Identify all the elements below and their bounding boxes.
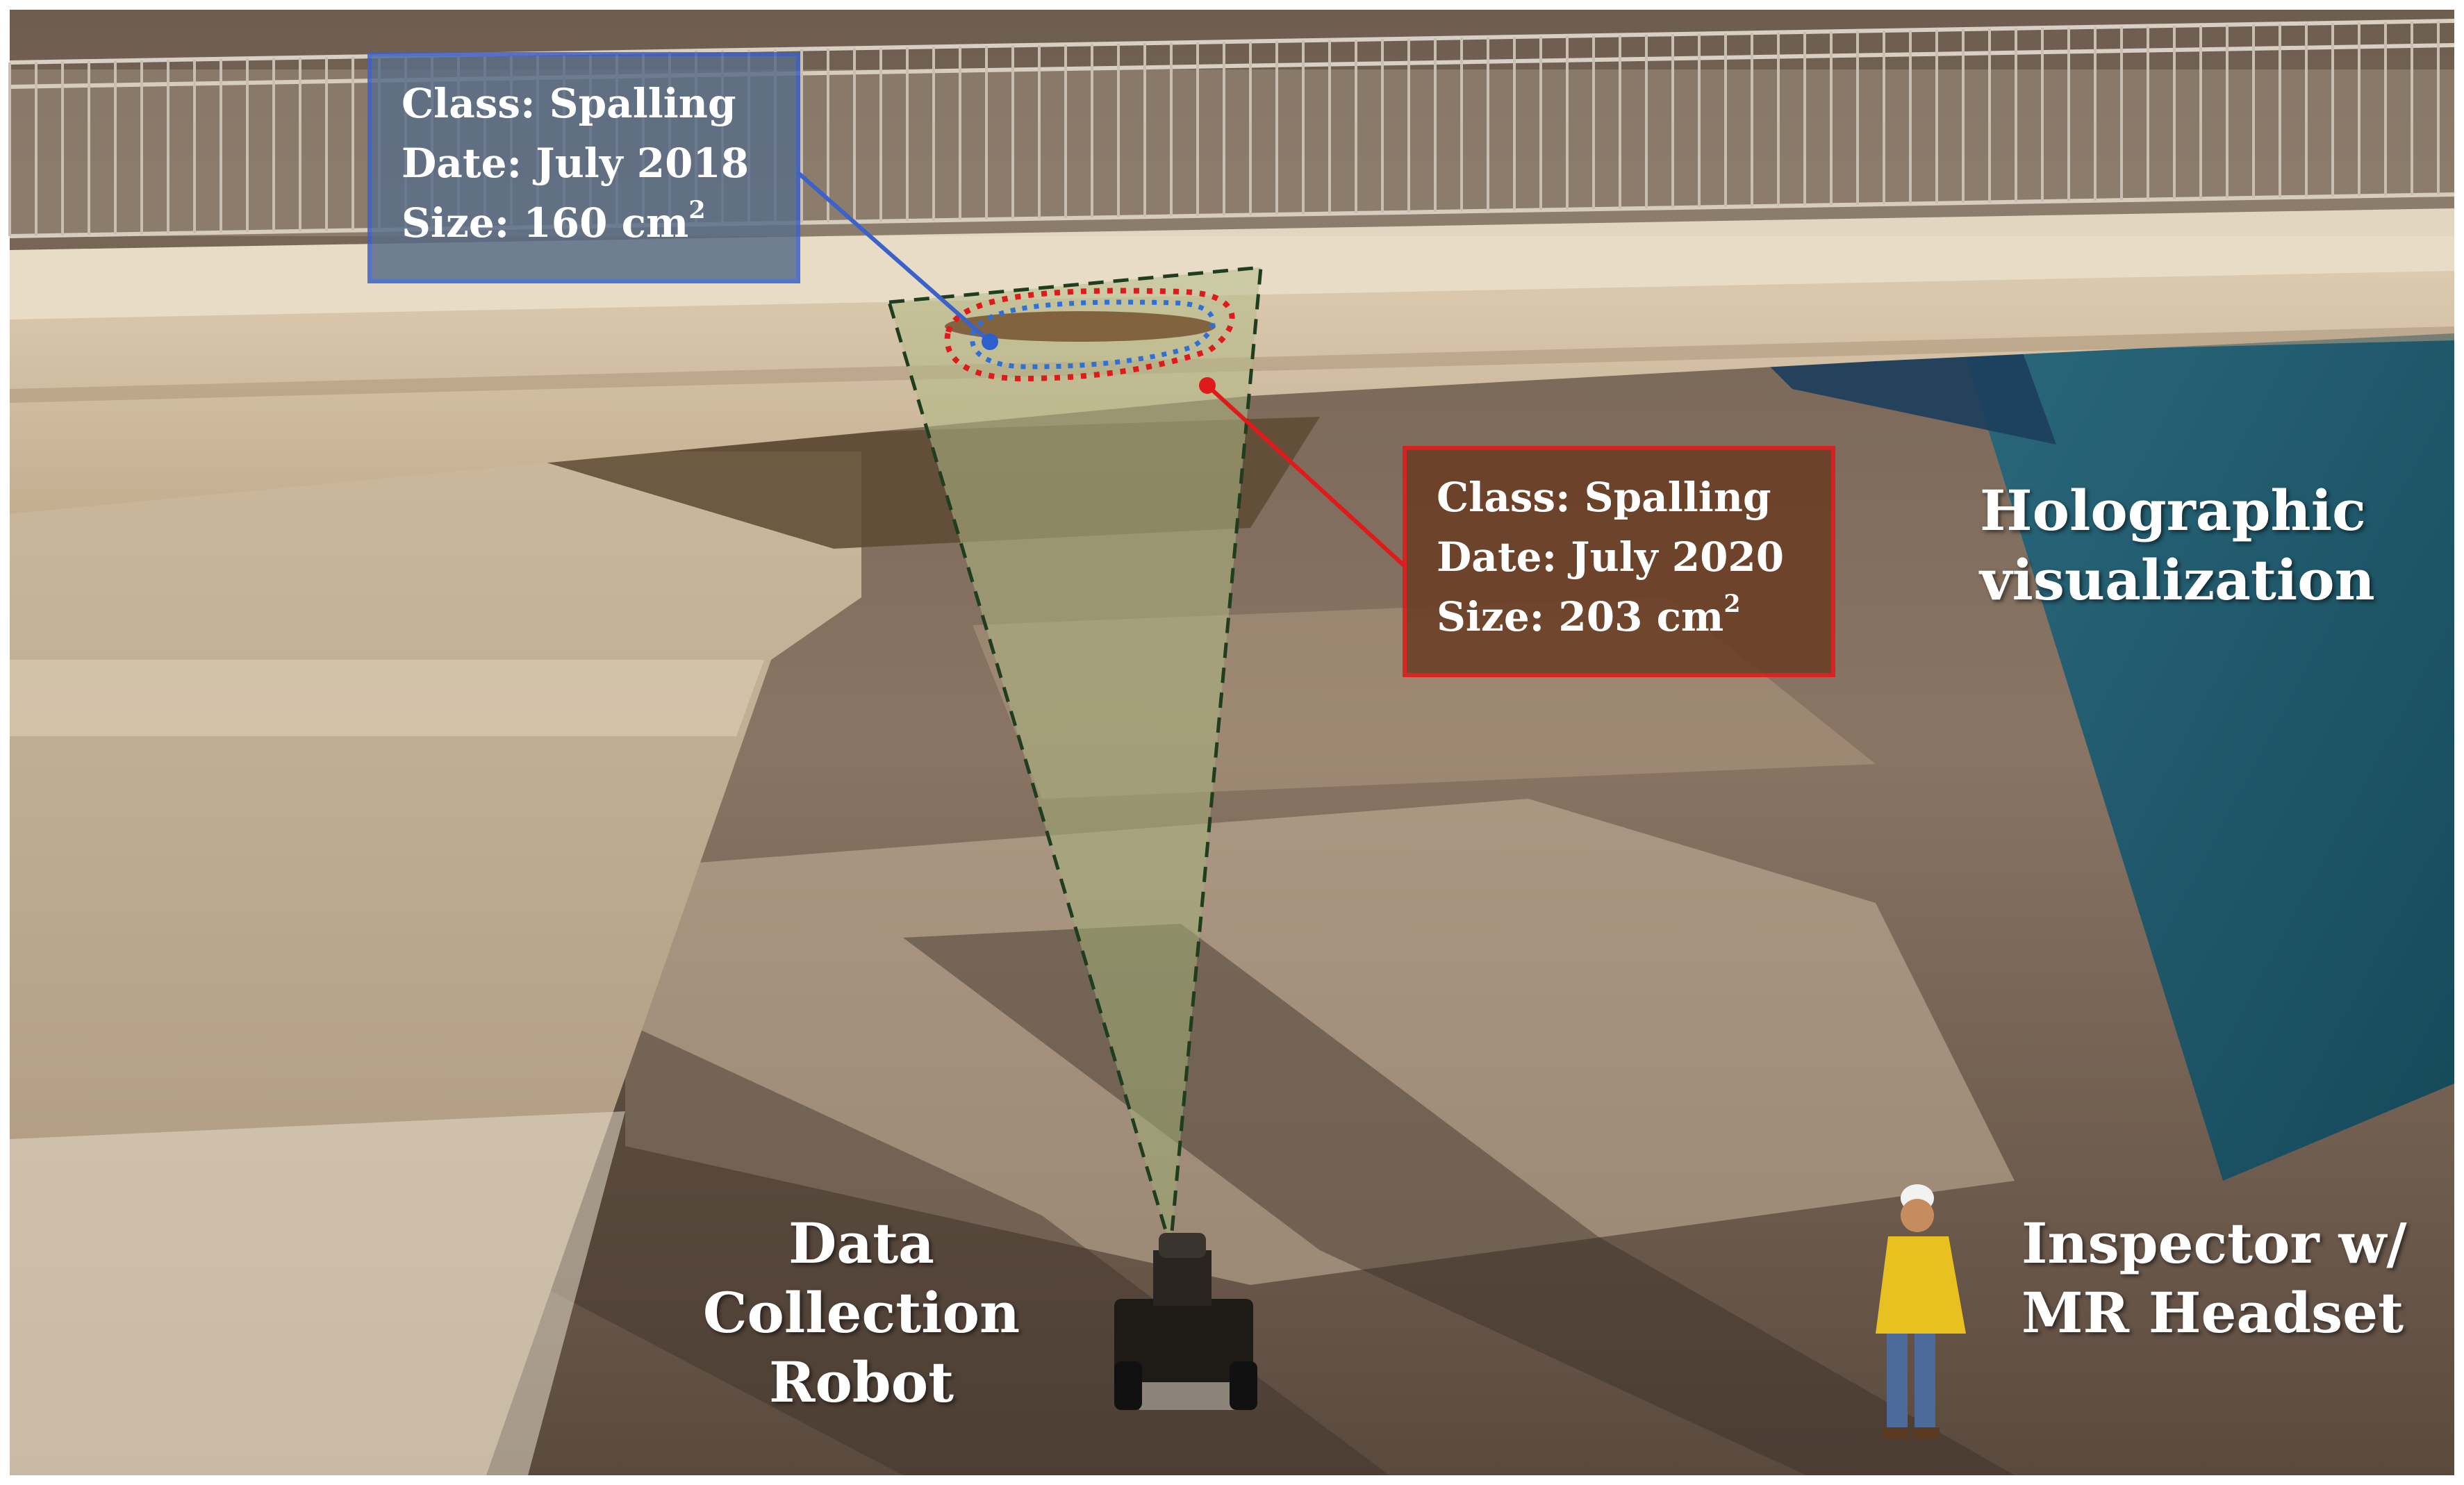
annotation-2018-date: Date: July 2018 bbox=[402, 140, 750, 187]
annotation-2018: Class: Spalling Date: July 2018 Size: 16… bbox=[370, 54, 798, 281]
leader-dot-2020 bbox=[1199, 377, 1216, 394]
annotation-2018-class: Class: Spalling bbox=[402, 80, 736, 127]
annotation-box-2020 bbox=[1403, 446, 1835, 677]
sensor-field-of-view bbox=[886, 265, 1263, 1247]
robot-icon bbox=[1114, 1233, 1257, 1410]
sunlit-ground bbox=[625, 799, 2015, 1285]
robot-label-line1: Data Collection bbox=[702, 1211, 1020, 1345]
annotation-2018-size: Size: 160 cm2 bbox=[402, 193, 798, 253]
inspector-label: Inspector w/ MR Headset bbox=[2021, 1209, 2407, 1347]
inspector-label-line1: Inspector w/ bbox=[2021, 1211, 2407, 1276]
inspector-label-line2: MR Headset bbox=[2021, 1280, 2404, 1345]
bridge-deck-top bbox=[10, 208, 2454, 326]
river-water bbox=[1945, 229, 2454, 1181]
robot-label: Data Collection Robot bbox=[646, 1209, 1077, 1417]
abutment-lit-face bbox=[10, 1111, 625, 1475]
holographic-label-line1: Holographic bbox=[1980, 478, 2366, 543]
railing-posts bbox=[8, 21, 2440, 236]
holographic-label-line2: visualization bbox=[1980, 547, 2375, 613]
annotation-2020: Class: Spalling Date: July 2020 Size: 20… bbox=[1405, 448, 1833, 675]
annotation-box-2018 bbox=[367, 52, 800, 283]
leader-line-2020 bbox=[1205, 383, 1407, 568]
annotation-2020-size-value: Size: 203 cm bbox=[1437, 593, 1724, 640]
inspector-icon bbox=[1876, 1184, 1966, 1438]
leader-dot-2018 bbox=[982, 333, 998, 350]
annotation-2018-size-unit-exponent: 2 bbox=[688, 195, 706, 224]
annotation-2020-class: Class: Spalling bbox=[1437, 474, 1771, 521]
leader-line-2018 bbox=[796, 170, 991, 344]
annotation-2020-size-unit-exponent: 2 bbox=[1723, 589, 1741, 618]
annotation-2020-size: Size: 203 cm2 bbox=[1437, 587, 1833, 647]
holographic-visualization-label: Holographic visualization bbox=[1980, 476, 2375, 615]
annotation-2020-date: Date: July 2020 bbox=[1437, 533, 1785, 581]
robot-label-line2: Robot bbox=[768, 1350, 954, 1415]
spalling-defect bbox=[945, 311, 1216, 342]
spalling-outline-2020 bbox=[944, 288, 1235, 382]
abutment-top-face bbox=[10, 660, 764, 736]
annotation-2018-size-value: Size: 160 cm bbox=[402, 199, 689, 247]
